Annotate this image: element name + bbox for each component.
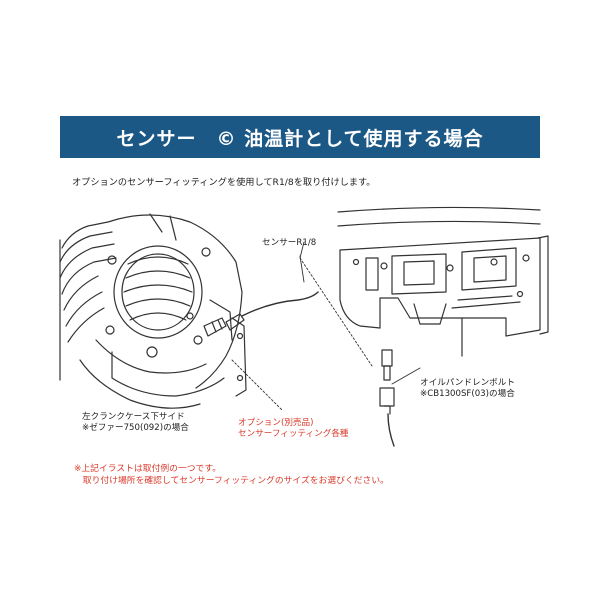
caution-note: ※上記イラストは取付例の一つです。 取り付け場所を確認してセンサーフィッティング…: [74, 464, 389, 488]
label-sensor: センサーR1/8: [262, 238, 317, 248]
note-line-2: 取り付け場所を確認してセンサーフィッティングのサイズをお選びください。: [74, 475, 389, 486]
left-crankcase-drawing: [59, 213, 319, 409]
label-left-crankcase: 左クランクケース下サイド ※ゼファー750(092)の場合: [82, 412, 189, 433]
title-banner: センサー © 油温計として使用する場合: [60, 116, 540, 158]
leader-lines: [231, 241, 421, 411]
oil-pan-drawing: [337, 206, 549, 447]
banner-title: センサー © 油温計として使用する場合: [116, 127, 484, 150]
label-option: オプション(別売品) センサーフィッティング各種: [238, 418, 349, 439]
label-oil-pan: オイルパンドレンボルト ※CB1300SF(03)の場合: [420, 378, 515, 399]
intro-text: オプションのセンサーフィッティングを使用してR1/8を取り付けします。: [72, 177, 376, 188]
note-line-1: ※上記イラストは取付例の一つです。: [74, 464, 222, 474]
